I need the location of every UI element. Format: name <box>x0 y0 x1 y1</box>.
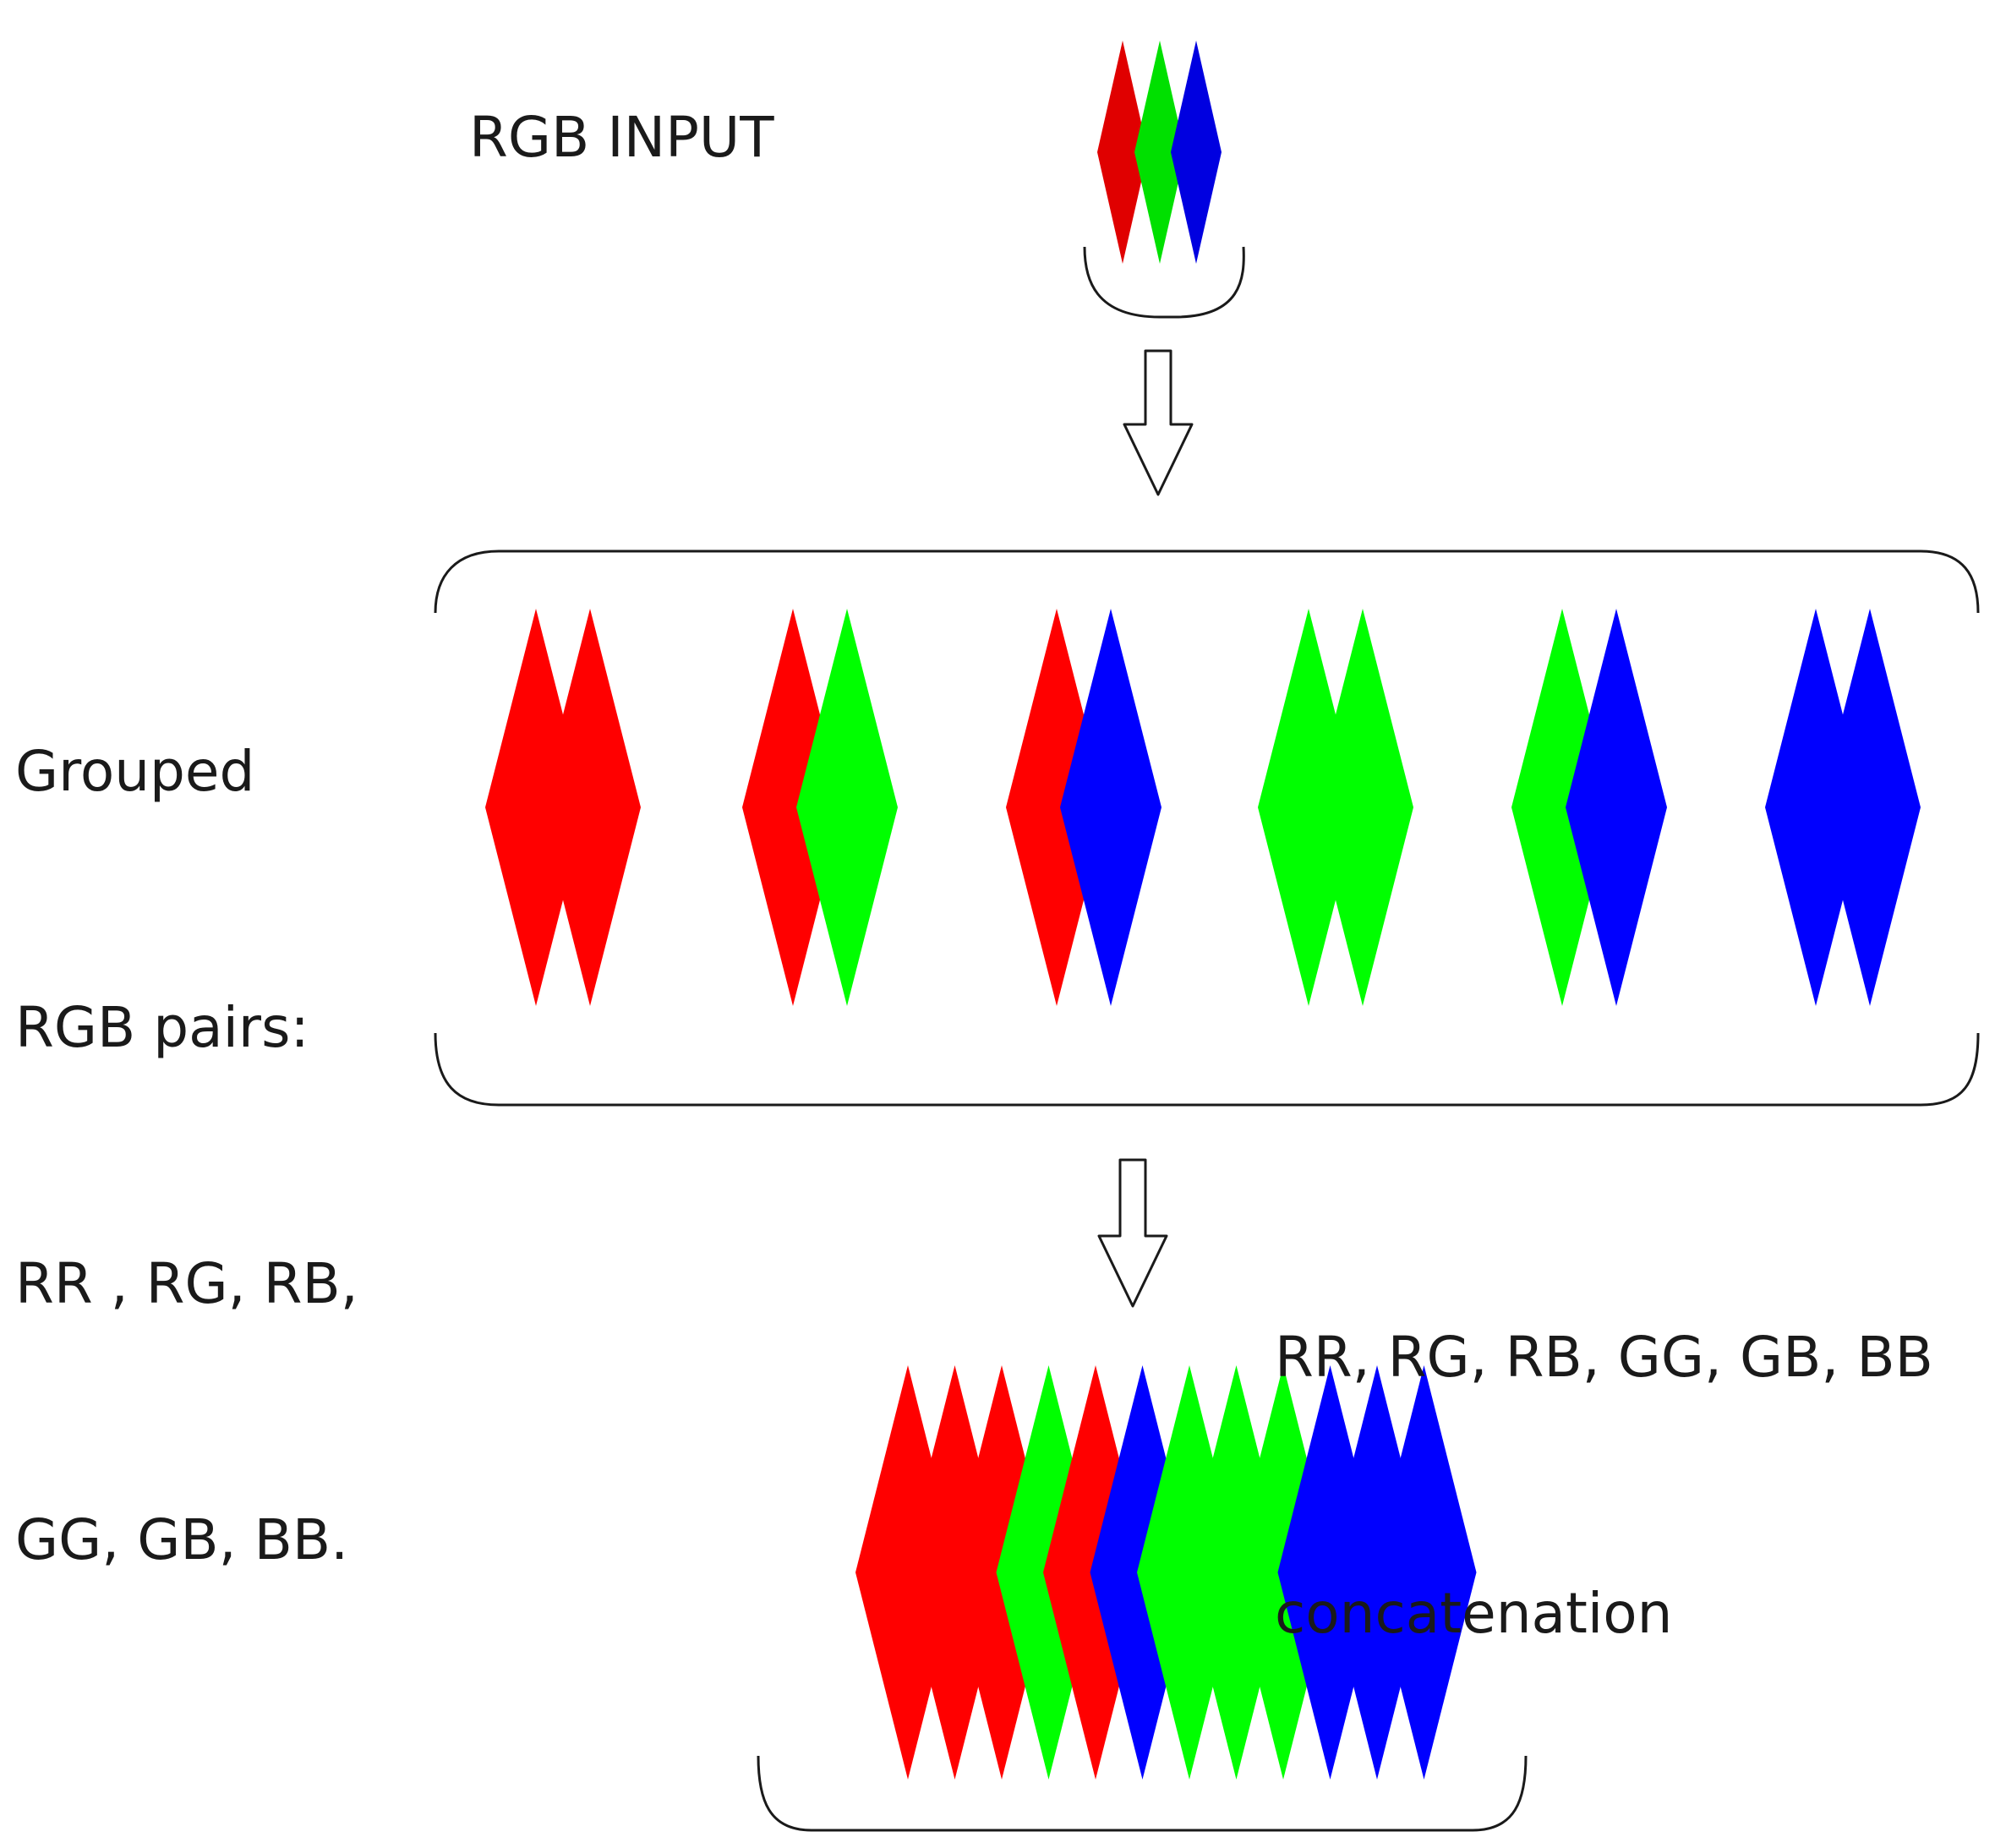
pair-blue-diamond <box>1819 609 1921 1006</box>
pair-red-diamond <box>742 609 844 1006</box>
pair-green-diamond <box>796 609 898 1006</box>
arrow-down-icon <box>1097 1158 1168 1308</box>
pair-green-diamond <box>1258 609 1359 1006</box>
input-diamond-group <box>1097 41 1222 264</box>
input-red-diamond <box>1097 41 1148 264</box>
input-blue-diamond <box>1171 41 1222 264</box>
input-green-diamond <box>1134 41 1185 264</box>
pair-diamond-group <box>485 609 1921 1006</box>
pair-red-diamond <box>485 609 587 1006</box>
rgb-input-label: RGB INPUT <box>469 105 774 170</box>
grouped-label-line: RR , RG, RB, <box>15 1251 358 1316</box>
pair-blue-diamond <box>1566 609 1667 1006</box>
output-bracket <box>757 1755 1528 1832</box>
grouped-label-line: RGB pairs: <box>15 995 309 1060</box>
grouped-pairs-label: Grouped RGB pairs: RR , RG, RB, GG, GB, … <box>15 558 358 1668</box>
pair-blue-diamond <box>1060 609 1161 1006</box>
pair-green-diamond <box>1312 609 1413 1006</box>
concatenation-label: RR, RG, RB, GG, GB, BB concatenation <box>1275 1144 1933 1741</box>
pair-green-diamond <box>1511 609 1613 1006</box>
pair-red-diamond <box>1006 609 1107 1006</box>
pair-blue-diamond <box>1765 609 1867 1006</box>
grouped-label-line: Grouped <box>15 739 255 804</box>
concatenation-label-line: RR, RG, RB, GG, GB, BB <box>1275 1325 1933 1390</box>
pair-red-diamond <box>539 609 641 1006</box>
concatenation-label-line: concatenation <box>1275 1581 1673 1646</box>
arrow-down-icon <box>1123 349 1194 496</box>
grouped-label-line: GG, GB, BB. <box>15 1507 349 1572</box>
input-bracket <box>1083 246 1245 319</box>
concat-blue-diamond <box>1371 1365 1477 1780</box>
concatenated-diamond-group <box>855 1365 1477 1780</box>
grouped-pairs-container <box>434 549 1980 1107</box>
